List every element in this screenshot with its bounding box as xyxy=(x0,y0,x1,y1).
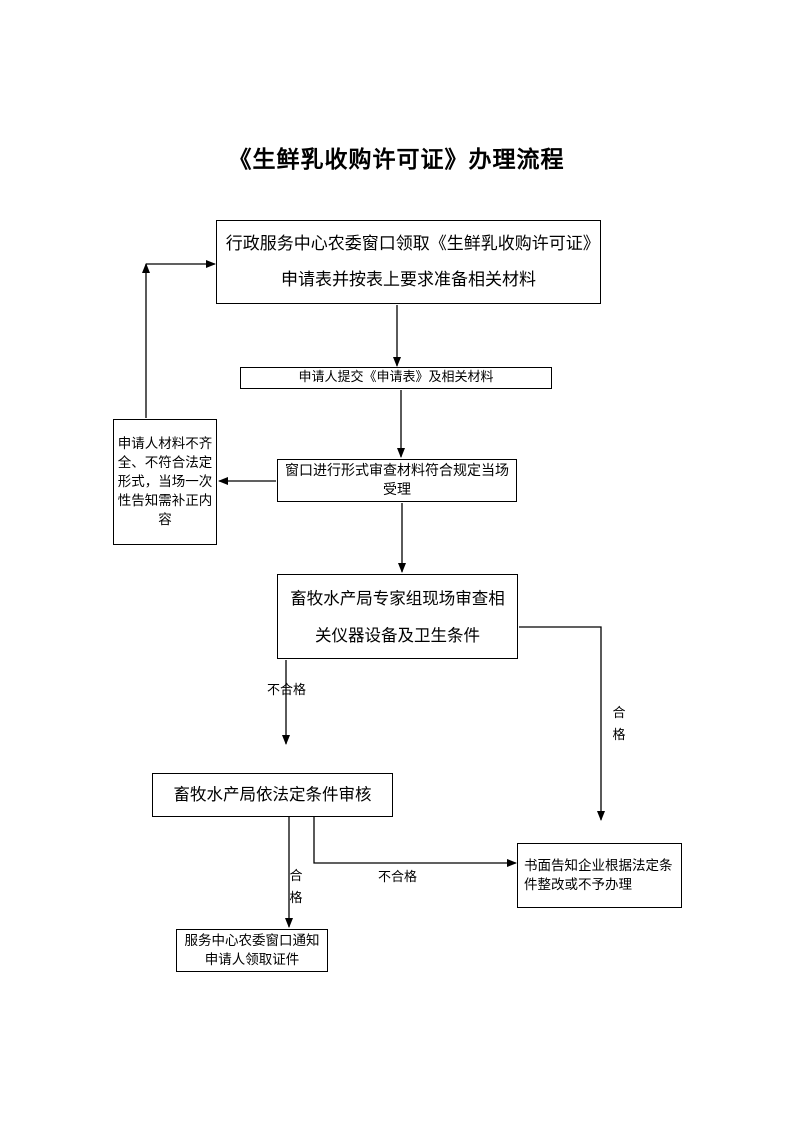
step-legal-review: 畜牧水产局依法定条件审核 xyxy=(152,773,393,817)
step-issue-license: 服务中心农委窗口通知申请人领取证件 xyxy=(176,929,328,972)
edge-label-fail-inspection: 不合格 xyxy=(267,683,307,698)
edge-label-pass-inspection: 合格 xyxy=(612,706,626,743)
edge-label-fail-review: 不合格 xyxy=(378,870,418,885)
step-written-notice: 书面告知企业根据法定条件整改或不予办理 xyxy=(517,843,682,908)
diagram-title: 《生鲜乳收购许可证》办理流程 xyxy=(228,146,565,173)
step-expert-inspection: 畜牧水产局专家组现场审查相关仪器设备及卫生条件 xyxy=(277,574,518,659)
step-window-review: 窗口进行形式审查材料符合规定当场受理 xyxy=(277,459,517,502)
arrow-b6-to-b7 xyxy=(313,817,517,867)
step-collect-form: 行政服务中心农委窗口领取《生鲜乳收购许可证》申请表并按表上要求准备相关材料 xyxy=(216,220,601,304)
step-submit-form: 申请人提交《申请表》及相关材料 xyxy=(240,367,552,389)
arrow-b5-to-b7 xyxy=(519,626,605,821)
step-incomplete-notice: 申请人材料不齐全、不符合法定形式，当场一次性告知需补正内容 xyxy=(113,419,217,545)
edge-label-pass-review: 合格 xyxy=(289,869,303,906)
